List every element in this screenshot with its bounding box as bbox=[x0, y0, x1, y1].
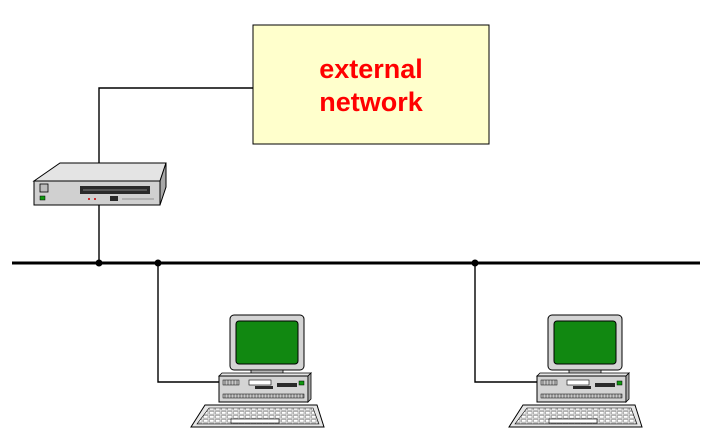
router-uplink-line bbox=[98, 87, 253, 163]
external-network-box: external network bbox=[252, 24, 490, 145]
external-network-label-line2: network bbox=[319, 87, 424, 117]
junction-dot bbox=[154, 259, 162, 267]
junction-dot bbox=[95, 259, 103, 267]
computer-icon bbox=[190, 314, 325, 428]
router-icon bbox=[32, 162, 167, 206]
computer-2-drop-line bbox=[474, 263, 539, 383]
computer-icon bbox=[508, 314, 643, 428]
external-network-label-line1: external bbox=[319, 54, 423, 84]
bus-junction-dots bbox=[95, 259, 479, 267]
connection-lines bbox=[98, 87, 539, 383]
computer-1-drop-line bbox=[157, 263, 220, 383]
junction-dot bbox=[471, 259, 479, 267]
